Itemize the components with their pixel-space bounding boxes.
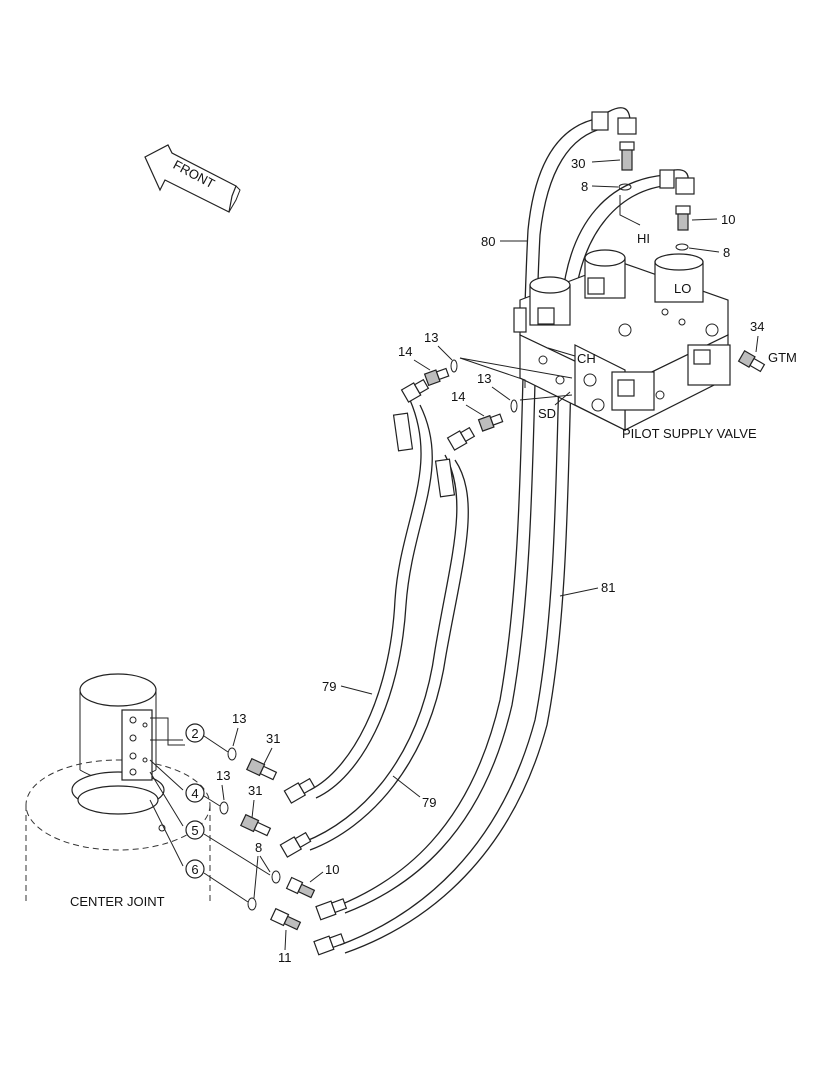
o-ring-13-valve-lower	[510, 399, 518, 413]
port-circle-4: 4	[185, 783, 205, 803]
hose-80	[315, 107, 637, 921]
port-circles: 2 4 5 6	[185, 723, 205, 879]
callout-31-upper: 31	[266, 731, 280, 746]
o-ring-8-upper	[271, 870, 281, 884]
port-label-ch: CH	[577, 351, 596, 366]
callout-81: 81	[601, 580, 615, 595]
port-label-hi: HI	[637, 231, 650, 246]
port-labels: HI LO CH SD GTM	[538, 231, 797, 421]
fitting-34	[737, 349, 766, 373]
center-joint: CENTER JOINT	[25, 673, 211, 909]
center-joint-leaders	[149, 717, 271, 903]
callout-8-cj: 8	[255, 840, 262, 855]
port-label-gtm: GTM	[768, 350, 797, 365]
o-ring-13-upper	[227, 747, 237, 761]
callout-34: 34	[750, 319, 764, 334]
center-joint-fittings	[219, 747, 316, 931]
o-ring-8-lower	[247, 897, 257, 911]
hose-79-a	[283, 378, 433, 804]
adapter-10-lower	[285, 876, 316, 899]
callout-30: 30	[571, 156, 585, 171]
adapter-10-top	[675, 205, 691, 231]
center-joint-label: CENTER JOINT	[70, 894, 165, 909]
callout-14-valve-upper: 14	[398, 344, 412, 359]
callout-13-valve-lower: 13	[477, 371, 491, 386]
front-arrow-icon: FRONT	[144, 144, 241, 213]
callout-80: 80	[481, 234, 495, 249]
port-label-sd: SD	[538, 406, 556, 421]
hose-79-b	[279, 426, 476, 858]
o-ring-13-lower	[219, 801, 229, 815]
valve-side-fittings	[423, 357, 573, 432]
callout-13-valve-upper: 13	[424, 330, 438, 345]
adapter-14-upper	[423, 367, 450, 387]
adapter-31-lower	[239, 813, 272, 837]
o-ring-13-valve-upper	[450, 359, 458, 373]
callout-14-valve-lower: 14	[451, 389, 465, 404]
callout-79-upper: 79	[322, 679, 336, 694]
solenoid-4	[611, 371, 655, 411]
callout-79-lower: 79	[422, 795, 436, 810]
o-ring-8-top-2	[675, 243, 689, 251]
solenoid-5	[687, 344, 731, 386]
o-ring-8-top	[618, 183, 632, 191]
port-circle-2: 2	[185, 723, 205, 743]
callout-11: 11	[278, 950, 292, 965]
svg-text:4: 4	[191, 786, 198, 801]
callout-8-top: 8	[581, 179, 588, 194]
pilot-supply-valve-label: PILOT SUPPLY VALVE	[622, 426, 757, 441]
port-label-lo: LO	[674, 281, 691, 296]
pilot-supply-valve: PILOT SUPPLY VALVE	[513, 249, 766, 441]
svg-text:6: 6	[191, 862, 198, 877]
callout-31-lower: 31	[248, 783, 262, 798]
callout-10-top: 10	[721, 212, 735, 227]
port-circle-5: 5	[185, 820, 205, 840]
port-circle-6: 6	[185, 859, 205, 879]
callout-8-top-2: 8	[723, 245, 730, 260]
callout-13-cj-upper: 13	[232, 711, 246, 726]
adapter-14-lower	[477, 413, 504, 432]
callout-10-cj: 10	[325, 862, 339, 877]
adapter-11	[269, 907, 302, 931]
adapter-30	[619, 141, 635, 171]
solenoid-1	[529, 276, 571, 326]
hose-81	[313, 169, 695, 956]
callout-13-cj-lower: 13	[216, 768, 230, 783]
adapter-31-upper	[245, 757, 278, 781]
svg-text:2: 2	[191, 726, 198, 741]
svg-text:5: 5	[191, 823, 198, 838]
solenoid-2	[584, 249, 626, 299]
callouts: 80 30 8 10 8 34 13 14 13 14 81 79 79 13 …	[216, 156, 764, 965]
solenoid-3	[654, 253, 704, 303]
